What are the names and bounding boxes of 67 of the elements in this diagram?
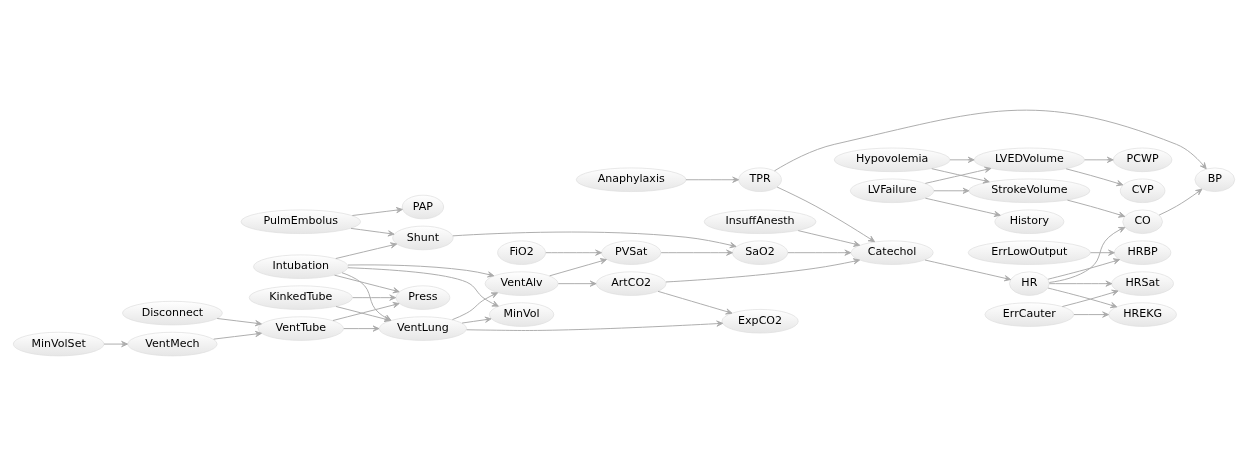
arrow: [797, 230, 861, 247]
node-ellipse: MinVolSet: [12, 331, 105, 357]
node-ellipse: KinkedTube: [248, 285, 353, 310]
node-ellipse: SaO2: [732, 240, 789, 265]
arrow: [335, 242, 398, 259]
node-ellipse: FiO2: [497, 240, 546, 265]
arrow: [1048, 226, 1126, 283]
arrow: [549, 258, 607, 277]
arrow: [924, 259, 1012, 282]
arrow: [451, 292, 499, 321]
arrow: [933, 187, 970, 194]
arrow: [350, 227, 395, 237]
node-ellipse: PCWP: [1113, 147, 1173, 172]
node-ellipse: HR: [1009, 271, 1050, 296]
arrow: [787, 249, 852, 256]
arrow: [347, 267, 499, 307]
arrow: [924, 166, 992, 184]
node-ellipse: Intubation: [253, 254, 349, 279]
arrow: [334, 274, 400, 294]
node-ellipse: VentMech: [127, 331, 218, 357]
node-ellipse: BP: [1194, 167, 1236, 192]
arrow: [924, 197, 1001, 218]
arrow: [776, 186, 876, 243]
node-ellipse: CVP: [1119, 178, 1166, 203]
arrow: [216, 318, 262, 327]
node-ellipse: TPR: [738, 167, 782, 192]
arrow: [1090, 249, 1115, 256]
node-ellipse: ArtCO2: [596, 271, 667, 296]
arrow: [343, 325, 380, 332]
arrow: [1158, 188, 1203, 216]
node-ellipse: CO: [1122, 209, 1163, 234]
arrow: [1048, 280, 1113, 287]
arrow: [557, 280, 597, 287]
arrow: [545, 249, 602, 256]
arrow: [1061, 289, 1119, 308]
node-ellipse: Hypovolemia: [833, 147, 951, 172]
arrow: [461, 316, 492, 324]
node-ellipse: Disconnect: [122, 300, 223, 326]
node-ellipse: LVFailure: [850, 178, 935, 203]
arrow: [660, 249, 733, 256]
arrow: [665, 258, 861, 283]
arrow: [685, 176, 740, 183]
arrow: [1066, 199, 1126, 218]
node-ellipse: InsuffAnesth: [703, 209, 817, 234]
node-ellipse: Shunt: [392, 225, 454, 251]
arrow: [103, 340, 128, 348]
arrow: [1084, 156, 1114, 163]
node-ellipse: VentTube: [257, 316, 344, 341]
node-ellipse: PAP: [401, 194, 444, 220]
arrow: [352, 294, 397, 301]
arrow: [931, 168, 990, 184]
arrow: [351, 207, 403, 216]
node-ellipse: Anaphylaxis: [575, 167, 687, 192]
node-ellipse: ErrCauter: [984, 302, 1075, 327]
arrow: [452, 231, 737, 249]
arrow: [213, 330, 262, 340]
node-ellipse: ErrLowOutput: [967, 240, 1091, 265]
arrow: [949, 156, 975, 163]
arrow: [657, 290, 733, 315]
arrow: [1047, 287, 1118, 309]
arrow: [1047, 258, 1121, 280]
arrow: [1065, 168, 1124, 187]
node-ellipse: PulmEmbolus: [240, 209, 361, 234]
arrow: [1073, 311, 1109, 318]
arrow: [347, 264, 495, 278]
node-ellipse: Press: [395, 285, 451, 310]
arrow: [466, 320, 724, 331]
